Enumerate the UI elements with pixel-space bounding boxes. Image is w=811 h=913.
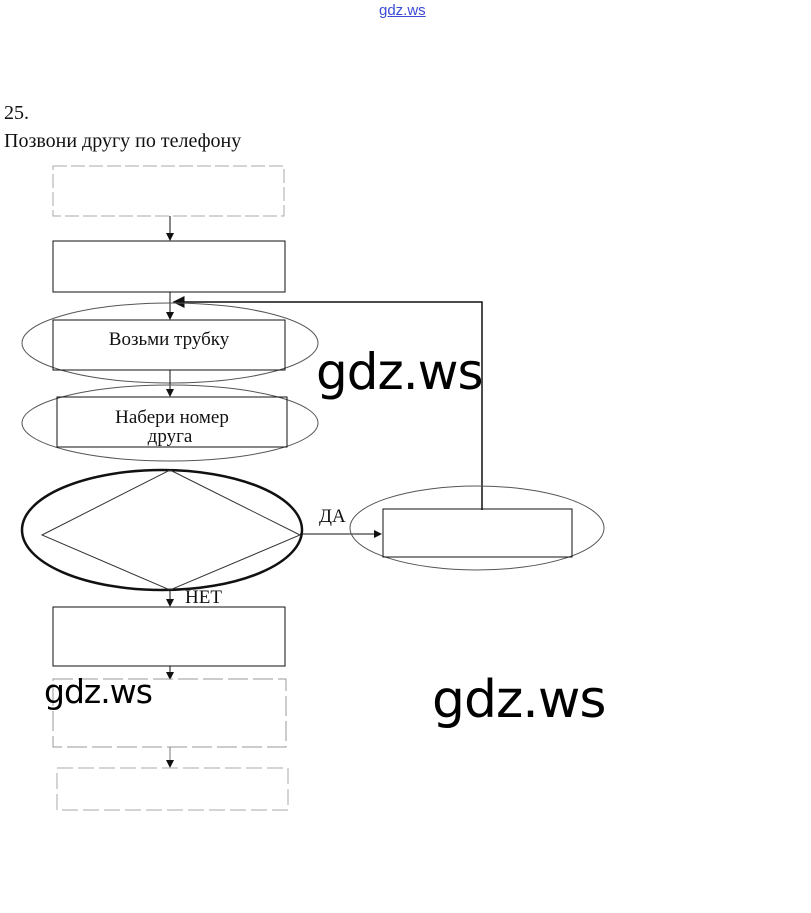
yes-box bbox=[382, 508, 573, 558]
dial-label-line2: друга bbox=[148, 426, 193, 447]
task-number: 25. bbox=[4, 102, 29, 124]
dial-label-line1: Набери номер bbox=[115, 407, 229, 428]
dial-box bbox=[56, 396, 288, 448]
task-title: Позвони другу по телефону bbox=[4, 130, 242, 152]
no-label: НЕТ bbox=[185, 587, 222, 608]
highlight-ellipse bbox=[21, 384, 319, 462]
start-box bbox=[52, 165, 285, 217]
take-receiver-box bbox=[52, 319, 286, 371]
take-receiver-label: Возьми трубку bbox=[109, 329, 230, 350]
end-box bbox=[56, 767, 289, 811]
watermark: gdz.ws bbox=[316, 343, 484, 401]
loop-back-line bbox=[172, 296, 483, 510]
empty-box bbox=[52, 606, 286, 667]
watermark: gdz.ws bbox=[432, 670, 606, 730]
site-link[interactable]: gdz.ws bbox=[379, 2, 426, 19]
highlight-ellipse bbox=[349, 485, 605, 571]
empty-box bbox=[52, 240, 286, 293]
decision-ellipse bbox=[20, 468, 304, 592]
watermark: gdz.ws bbox=[44, 672, 153, 711]
yes-label: ДА bbox=[319, 506, 346, 527]
